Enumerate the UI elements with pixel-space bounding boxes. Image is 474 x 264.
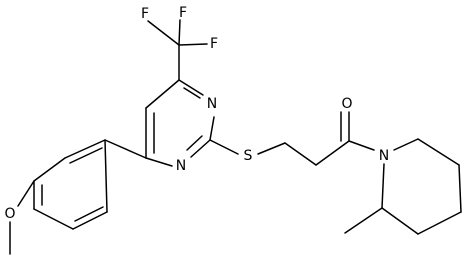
- bond-ar1-ar2-double: [69, 147, 103, 164]
- bond-cf3-f2: [178, 19, 181, 46]
- bond-cf3-f1: [147, 20, 180, 46]
- bond-ar2-ar3: [33, 157, 66, 182]
- bond-cf3-f3: [178, 43, 208, 46]
- bond-c4-n3-double: [183, 87, 201, 99]
- atom-label-n-pyrimidine-1: N: [176, 158, 186, 174]
- bond-c6-aryl: [104, 139, 147, 159]
- bond-ar3-o: [17, 180, 35, 207]
- bond-ar4-ar5: [33, 208, 74, 230]
- bond-ar5-ar6: [72, 211, 108, 230]
- bonds: [9, 19, 462, 255]
- atom-label-n-pyrimidine-3: N: [207, 96, 217, 112]
- bond-c5-c4: [145, 79, 180, 109]
- bond-ch2b-carbonyl: [315, 140, 350, 166]
- bond-s-ch2a: [257, 142, 286, 155]
- atom-label-f3: F: [210, 36, 218, 52]
- bond-carbonyl-n: [348, 140, 375, 151]
- bond-n-c2p: [381, 163, 385, 209]
- bond-c4-n3: [178, 79, 204, 96]
- atom-labels: F F F N N S O N O: [4, 5, 389, 222]
- atom-label-sulfur: S: [244, 148, 253, 164]
- atom-label-carbonyl-oxygen: O: [341, 96, 352, 112]
- atom-label-piperidine-nitrogen: N: [379, 148, 389, 164]
- bond-c4p-c5p: [458, 164, 462, 213]
- bond-c2p-c3p: [381, 207, 419, 235]
- bond-c3p-c4p: [417, 211, 462, 235]
- bond-n3-c2: [209, 116, 215, 141]
- bond-c2p-methyl: [344, 207, 383, 234]
- bond-ar5-ar6-double: [74, 206, 104, 222]
- atom-label-methoxy-oxygen: O: [4, 206, 15, 222]
- bond-ar6-ar1: [104, 139, 108, 213]
- bond-c2-n1: [190, 139, 211, 158]
- atom-label-f1: F: [141, 6, 149, 22]
- bond-c5p-c6p: [417, 138, 460, 166]
- bond-c2-s: [209, 139, 239, 155]
- bond-ch2a-ch2b: [284, 142, 317, 166]
- bond-c2-n1-double: [186, 135, 203, 151]
- bond-n1-c6: [145, 157, 173, 167]
- bond-c6p-n: [393, 138, 419, 151]
- atom-label-f2: F: [179, 5, 187, 21]
- bond-ar1-ar2: [64, 139, 106, 159]
